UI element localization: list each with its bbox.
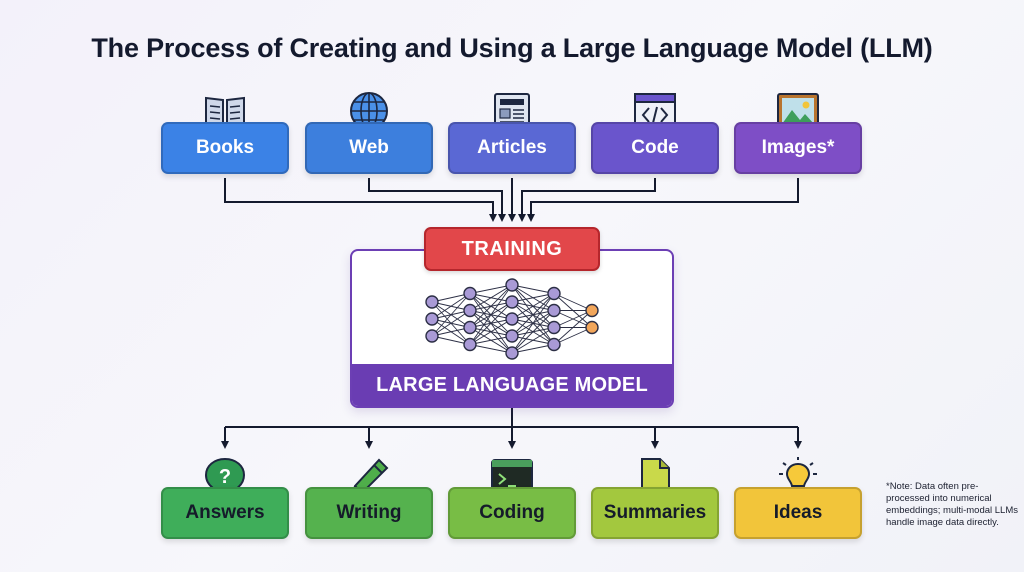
nn-node xyxy=(463,337,477,352)
nn-node xyxy=(547,303,561,318)
nn-edge xyxy=(511,284,555,294)
input-images: Images* xyxy=(734,122,862,174)
nn-node xyxy=(463,303,477,318)
nn-output-node xyxy=(585,303,599,318)
nn-edge xyxy=(469,284,513,311)
nn-node xyxy=(505,278,519,292)
nn-edge xyxy=(553,310,593,345)
input-books: Books xyxy=(161,122,289,174)
nn-edge xyxy=(431,310,471,337)
training-label: TRAINING xyxy=(424,227,600,271)
nn-edge xyxy=(469,344,513,354)
nn-edge xyxy=(553,310,593,328)
input-articles: Articles xyxy=(448,122,576,174)
footnote: *Note: Data often pre-processed into num… xyxy=(886,481,1019,528)
arrow-web-to-training xyxy=(368,178,506,222)
nn-node xyxy=(505,346,519,360)
nn-node xyxy=(505,295,519,309)
nn-edge xyxy=(511,293,555,303)
nn-edge xyxy=(553,293,593,311)
nn-node xyxy=(425,295,439,309)
nn-edge xyxy=(431,293,471,337)
nn-node xyxy=(547,286,561,301)
newspaper-icon xyxy=(494,93,530,131)
nn-node xyxy=(547,337,561,352)
nn-edge xyxy=(511,327,555,354)
nn-edge xyxy=(511,344,555,354)
book-icon xyxy=(205,96,245,130)
nn-node xyxy=(425,329,439,343)
nn-edge xyxy=(469,301,513,345)
nn-edge xyxy=(553,327,593,345)
nn-edge xyxy=(469,284,513,294)
nn-edge xyxy=(511,310,555,354)
nn-node xyxy=(425,312,439,326)
nn-output-node xyxy=(585,320,599,335)
nn-edge xyxy=(469,335,513,345)
output-ideas: Ideas xyxy=(734,487,862,539)
nn-node xyxy=(505,312,519,326)
code-window-icon xyxy=(634,93,676,129)
arrow-images-to-training xyxy=(527,178,799,222)
svg-text:?: ? xyxy=(219,466,231,488)
nn-edge xyxy=(469,318,513,345)
terminal-icon xyxy=(491,459,533,495)
nn-node xyxy=(463,286,477,301)
output-answers: Answers xyxy=(161,487,289,539)
model-to-outputs-trunk xyxy=(225,408,798,428)
output-writing: Writing xyxy=(305,487,433,539)
image-icon xyxy=(777,93,819,129)
arrow-books-to-training xyxy=(224,178,497,222)
nn-edge xyxy=(469,284,513,328)
nn-node xyxy=(547,320,561,335)
nn-node xyxy=(463,320,477,335)
arrow-code-to-training xyxy=(518,178,656,222)
output-summaries: Summaries xyxy=(591,487,719,539)
input-code: Code xyxy=(591,122,719,174)
nn-edge xyxy=(469,284,513,345)
nn-edge xyxy=(511,293,555,320)
nn-edge xyxy=(431,293,471,320)
neural-network-icon xyxy=(425,278,599,360)
nn-edge xyxy=(511,293,555,337)
output-coding: Coding xyxy=(448,487,576,539)
diagram-title: The Process of Creating and Using a Larg… xyxy=(91,33,933,63)
llm-label: LARGE LANGUAGE MODEL xyxy=(352,364,672,406)
nn-edge xyxy=(511,293,555,354)
input-web: Web xyxy=(305,122,433,174)
llm-box: LARGE LANGUAGE MODEL xyxy=(350,249,674,408)
nn-node xyxy=(505,329,519,343)
